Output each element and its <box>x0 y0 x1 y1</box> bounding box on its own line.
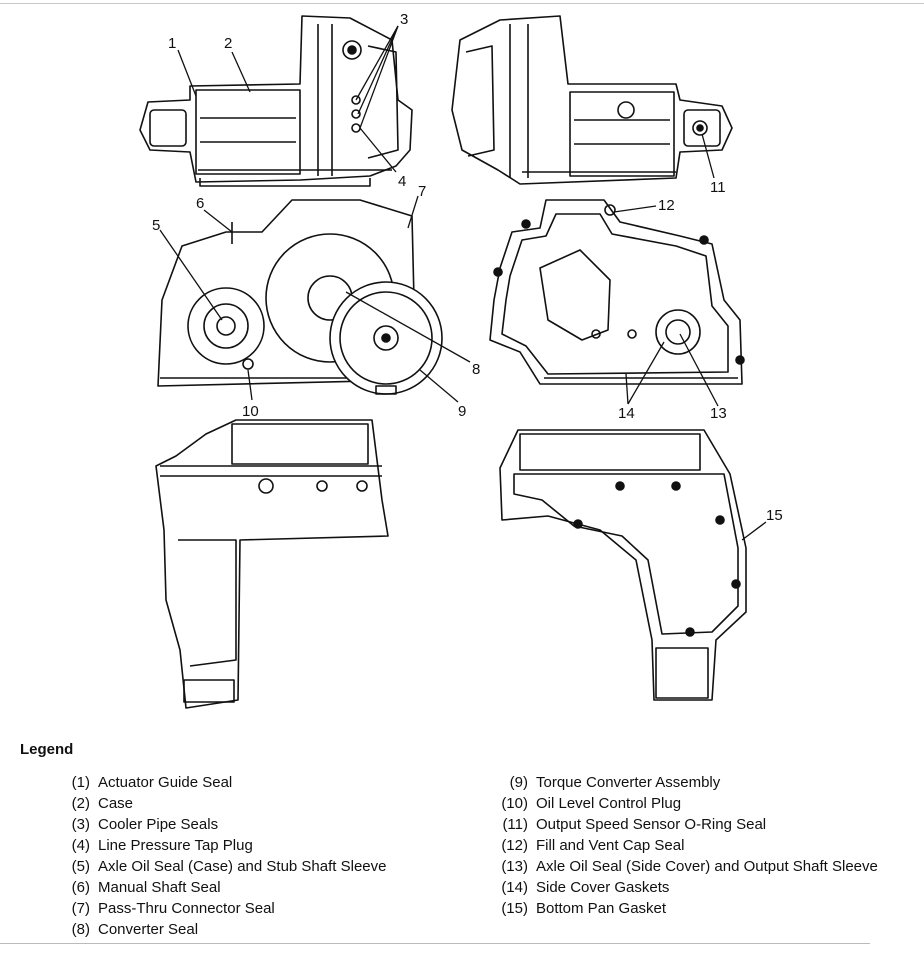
torque-converter <box>329 281 443 395</box>
legend-item-number: (10) <box>501 795 528 812</box>
legend-item: (8) Converter Seal <box>48 919 448 940</box>
transaxle-seal-diagram: 1 2 3 4 5 6 7 8 9 10 11 12 13 14 15 <box>139 11 783 709</box>
legend-item-text: Fill and Vent Cap Seal <box>536 837 685 854</box>
legend-item: (10) Oil Level Control Plug <box>486 793 886 814</box>
legend-item-number: (13) <box>501 858 528 875</box>
callout-12: 12 <box>658 197 675 214</box>
legend-item-number: (5) <box>71 858 90 875</box>
legend-item-number: (11) <box>502 816 528 833</box>
callout-3: 3 <box>400 11 408 28</box>
legend-item-text: Axle Oil Seal (Case) and Stub Shaft Slee… <box>98 858 387 875</box>
legend-item-number: (2) <box>71 795 90 812</box>
legend-item: (5) Axle Oil Seal (Case) and Stub Shaft S… <box>48 856 448 877</box>
bottom-divider <box>0 943 870 944</box>
callout-14: 14 <box>618 405 635 422</box>
legend-column-right: (9) Torque Converter Assembly (10) Oil Lev… <box>486 772 886 919</box>
legend-title: Legend <box>20 741 74 758</box>
legend-item-text: Oil Level Control Plug <box>536 795 682 812</box>
transaxle-side-view-left <box>139 15 413 187</box>
leader-lines <box>159 25 767 541</box>
legend-item-number: (12) <box>501 837 528 854</box>
transaxle-side-view-right <box>451 15 733 185</box>
legend-item: (14) Side Cover Gaskets <box>486 877 886 898</box>
callout-labels: 1 2 3 4 5 6 7 8 9 10 11 12 13 14 15 <box>152 11 783 524</box>
legend-item-text: Case <box>98 795 134 812</box>
legend-item: (12) Fill and Vent Cap Seal <box>486 835 886 856</box>
legend-item: (4) Line Pressure Tap Plug <box>48 835 448 856</box>
transaxle-converter-view <box>157 199 443 395</box>
callout-1: 1 <box>168 35 176 52</box>
legend-item-number: (1) <box>71 774 90 791</box>
transaxle-bottom-view-right <box>499 429 747 701</box>
legend-item: (15) Bottom Pan Gasket <box>486 898 886 919</box>
callout-10: 10 <box>242 403 259 420</box>
legend-item-number: (4) <box>71 837 90 854</box>
legend-item-number: (15) <box>501 900 528 917</box>
callout-4: 4 <box>398 173 406 190</box>
legend-item-number: (8) <box>71 921 90 938</box>
legend-item-number: (14) <box>501 879 528 896</box>
legend-item: (3) Cooler Pipe Seals <box>48 814 448 835</box>
legend-item-number: (7) <box>71 900 90 917</box>
legend-item-number: (6) <box>71 879 90 896</box>
legend-item-text: Line Pressure Tap Plug <box>98 837 253 854</box>
callout-2: 2 <box>224 35 232 52</box>
legend-item: (6) Manual Shaft Seal <box>48 877 448 898</box>
legend-item-text: Side Cover Gaskets <box>536 879 670 896</box>
legend-item-text: Cooler Pipe Seals <box>98 816 219 833</box>
legend-item-text: Bottom Pan Gasket <box>536 900 667 917</box>
legend-item-text: Axle Oil Seal (Side Cover) and Output Sh… <box>536 858 878 875</box>
legend-item-text: Torque Converter Assembly <box>536 774 721 791</box>
legend-item: (1) Actuator Guide Seal <box>48 772 448 793</box>
callout-11: 11 <box>710 179 726 196</box>
callout-13: 13 <box>710 405 727 422</box>
top-divider <box>0 3 924 4</box>
callout-5: 5 <box>152 217 160 234</box>
legend-item-text: Actuator Guide Seal <box>98 774 233 791</box>
callout-15: 15 <box>766 507 783 524</box>
legend-item-text: Pass-Thru Connector Seal <box>98 900 275 917</box>
legend-item: (11) Output Speed Sensor O-Ring Seal <box>486 814 886 835</box>
legend-item: (2) Case <box>48 793 448 814</box>
legend-item: (13) Axle Oil Seal (Side Cover) and Outpu… <box>486 856 886 877</box>
legend-item: (7) Pass-Thru Connector Seal <box>48 898 448 919</box>
callout-7: 7 <box>418 183 426 200</box>
legend-item-text: Converter Seal <box>98 921 199 938</box>
transaxle-bottom-view-left <box>155 419 389 709</box>
callout-6: 6 <box>196 195 204 212</box>
callout-8: 8 <box>472 361 480 378</box>
legend-item-text: Output Speed Sensor O-Ring Seal <box>536 816 767 833</box>
legend-item-text: Manual Shaft Seal <box>98 879 221 896</box>
legend-item: (9) Torque Converter Assembly <box>486 772 886 793</box>
legend-item-number: (9) <box>509 774 528 791</box>
callout-9: 9 <box>458 403 466 420</box>
transaxle-side-cover-view <box>489 199 745 385</box>
legend-item-number: (3) <box>71 816 90 833</box>
legend-column-left: (1) Actuator Guide Seal (2) Case (3) Cooler… <box>48 772 448 940</box>
